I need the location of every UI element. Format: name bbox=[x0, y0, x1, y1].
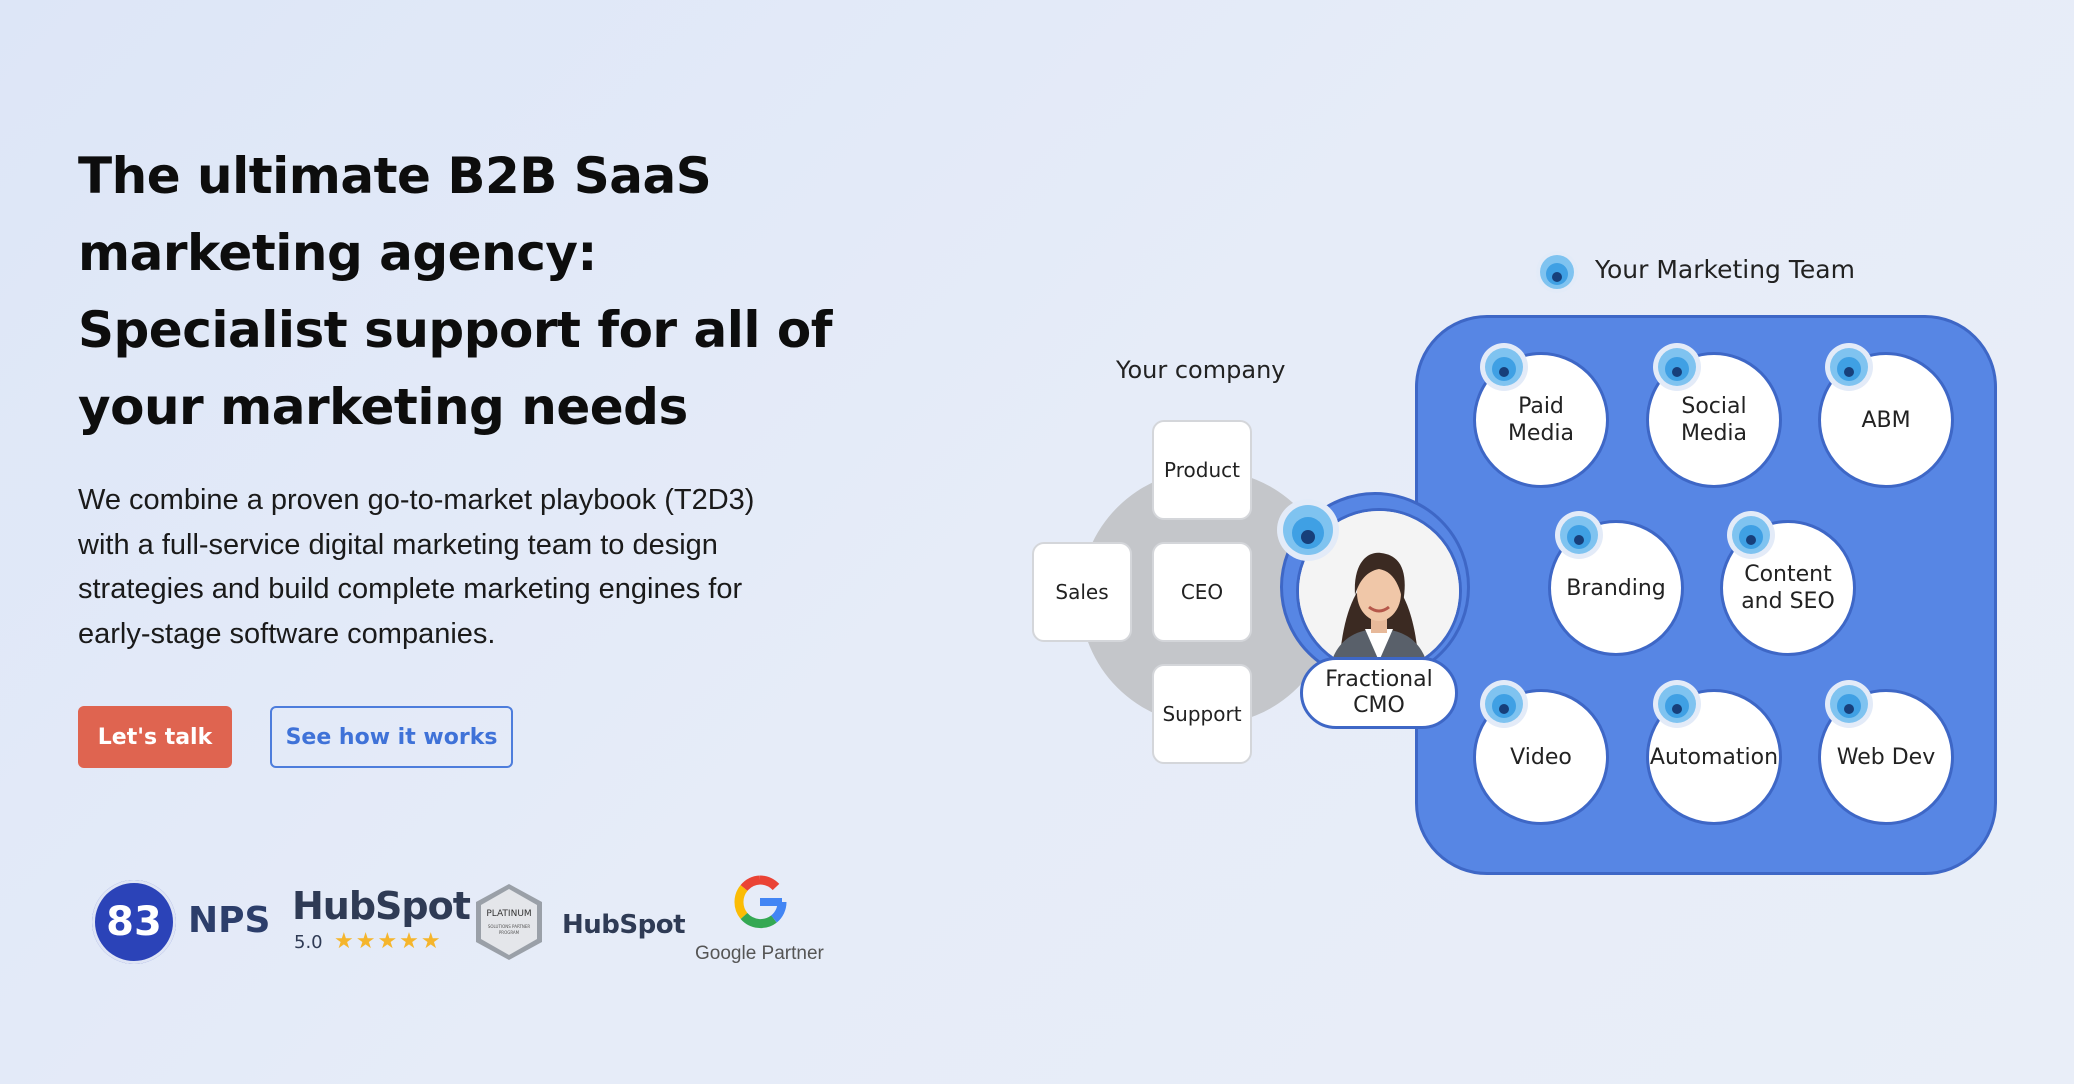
nps-score: 83 bbox=[106, 899, 162, 945]
hubspot-logo: HubSpot bbox=[292, 884, 471, 928]
marketing-team-diagram: Your Marketing Team Your company Product… bbox=[1020, 240, 2020, 880]
team-member-label: Branding bbox=[1566, 575, 1666, 601]
nps-label: NPS bbox=[188, 900, 271, 941]
member-dot-icon bbox=[1480, 680, 1528, 728]
hero-title-line-4: your marketing needs bbox=[78, 378, 688, 436]
lets-talk-button[interactable]: Let's talk bbox=[78, 706, 232, 768]
see-how-it-works-button[interactable]: See how it works bbox=[270, 706, 513, 768]
company-box-support: Support bbox=[1152, 664, 1252, 764]
member-dot-icon bbox=[1480, 343, 1528, 391]
hero-title-line-1: The ultimate B2B SaaS bbox=[78, 147, 712, 205]
company-box-label: Sales bbox=[1055, 580, 1109, 604]
google-g-icon bbox=[734, 875, 787, 929]
team-member-label: Web Dev bbox=[1836, 744, 1936, 770]
member-dot-icon bbox=[1825, 343, 1873, 391]
google-partner-label: Google Partner bbox=[695, 943, 824, 964]
company-box-ceo: CEO bbox=[1152, 542, 1252, 642]
member-dot-icon bbox=[1653, 343, 1701, 391]
platinum-text: PLATINUM bbox=[486, 909, 531, 919]
company-label: Your company bbox=[1116, 356, 1286, 384]
company-box-product: Product bbox=[1152, 420, 1252, 520]
trust-badges: 83 NPS HubSpot 5.0 ★★★★★ PLATINUM SOLUTI… bbox=[88, 870, 848, 970]
cmo-line-2: CMO bbox=[1353, 693, 1405, 718]
company-box-label: Support bbox=[1162, 702, 1242, 726]
company-box-label: Product bbox=[1164, 458, 1240, 482]
cmo-dot-icon bbox=[1277, 499, 1339, 561]
hubspot-partner-logo: HubSpot bbox=[562, 910, 686, 940]
member-dot-icon bbox=[1727, 511, 1775, 559]
hero-description: We combine a proven go-to-market playboo… bbox=[78, 478, 838, 656]
platinum-sub-text: SOLUTIONS PARTNER bbox=[488, 924, 531, 929]
member-dot-icon bbox=[1653, 680, 1701, 728]
hero-desc-line-2: with a full-service digital marketing te… bbox=[78, 528, 718, 561]
fractional-cmo-label: Fractional CMO bbox=[1300, 657, 1458, 729]
team-member-label: ABM bbox=[1861, 407, 1911, 433]
hero-desc-line-4: early-stage software companies. bbox=[78, 617, 496, 650]
hero-desc-line-3: strategies and build complete marketing … bbox=[78, 573, 743, 605]
platinum-partner-badge-icon: PLATINUM SOLUTIONS PARTNER PROGRAM bbox=[476, 884, 542, 960]
member-dot-icon bbox=[1825, 680, 1873, 728]
platinum-sub-text-2: PROGRAM bbox=[499, 930, 520, 935]
cmo-line-1: Fractional bbox=[1325, 667, 1433, 692]
team-label: Your Marketing Team bbox=[1595, 255, 1855, 284]
hero-desc-line-1: We combine a proven go-to-market playboo… bbox=[78, 484, 755, 516]
member-dot-icon bbox=[1555, 511, 1603, 559]
lets-talk-label: Let's talk bbox=[97, 724, 213, 750]
star-rating-icon: ★★★★★ bbox=[334, 928, 443, 953]
see-how-it-works-label: See how it works bbox=[285, 724, 498, 750]
hero-title-line-2: marketing agency: bbox=[78, 224, 597, 282]
hero-title: The ultimate B2B SaaS marketing agency: … bbox=[78, 138, 858, 446]
team-member-label: Automation bbox=[1649, 744, 1779, 770]
nps-score-badge: 83 bbox=[92, 880, 176, 964]
company-box-sales: Sales bbox=[1032, 542, 1132, 642]
team-member-label: Video bbox=[1510, 744, 1572, 770]
company-box-label: CEO bbox=[1180, 580, 1224, 604]
hero-title-line-3: Specialist support for all of bbox=[78, 301, 833, 359]
team-member-abm: ABM bbox=[1818, 352, 1954, 488]
hubspot-rating: 5.0 bbox=[294, 932, 323, 953]
team-dot-icon bbox=[1536, 251, 1578, 293]
